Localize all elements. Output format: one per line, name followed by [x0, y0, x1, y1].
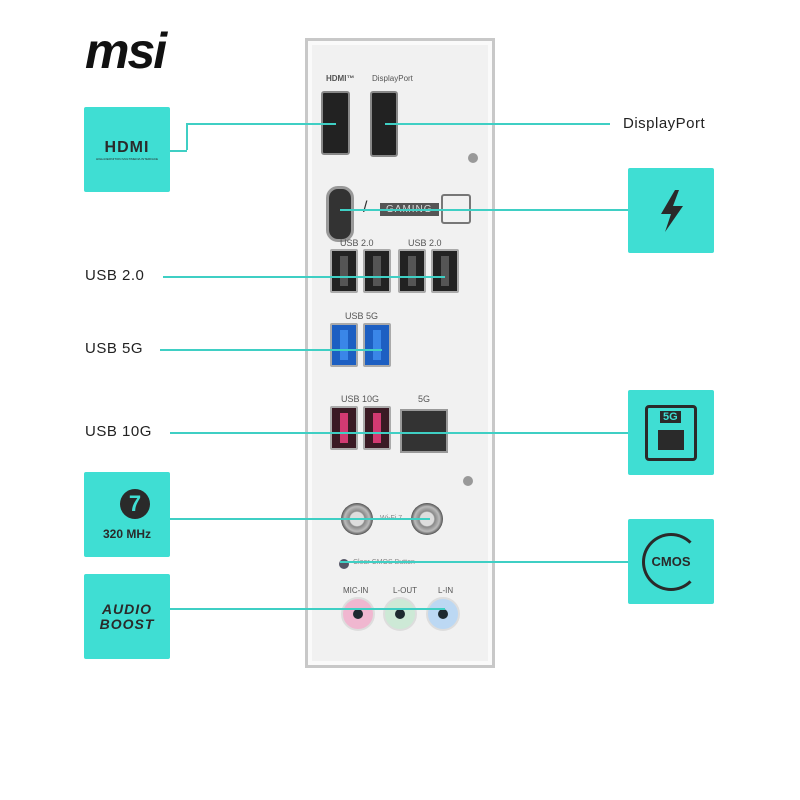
- usb10g-port-label: USB 10G: [341, 394, 380, 404]
- line-in-jack: [426, 597, 460, 631]
- line-out-jack: [383, 597, 417, 631]
- displayport-port-label: DisplayPort: [372, 74, 413, 83]
- connector-line: [186, 123, 336, 125]
- connector-line: [170, 608, 445, 610]
- ethernet-port-icon: 5G: [645, 404, 697, 461]
- usb20-label: USB 2.0: [85, 267, 145, 284]
- lan-port-label: 5G: [418, 394, 431, 404]
- usb-c-port: [326, 186, 354, 242]
- connector-line: [340, 209, 628, 211]
- audio-boost-label: AUDIO BOOST: [99, 600, 155, 632]
- usb20-port: [330, 249, 358, 293]
- usb20-port: [363, 249, 391, 293]
- connector-line: [385, 123, 610, 125]
- wifi-mhz-label: 320 MHz: [102, 526, 152, 541]
- screw-icon: [468, 153, 478, 163]
- usb20-port: [431, 249, 459, 293]
- lightning-icon: [661, 189, 683, 232]
- connector-line: [160, 349, 382, 351]
- connector-line: [170, 432, 628, 434]
- mic-in-label: MIC-IN: [343, 586, 369, 595]
- connector-line: [163, 276, 445, 278]
- cmos-reset-icon: CMOS: [642, 532, 700, 591]
- thunderbolt-icon: /: [363, 199, 368, 216]
- usb10g-label: USB 10G: [85, 423, 152, 440]
- usb10g-port: [330, 406, 358, 450]
- clear-cmos-button: [339, 559, 349, 569]
- hdmi-logo-subtitle: HIGH-DEFINITION MULTIMEDIA INTERFACE: [95, 156, 159, 161]
- audio-boost-badge: AUDIO BOOST: [84, 574, 170, 659]
- clear-cmos-label: Clear CMOS Button: [353, 559, 415, 566]
- usb5g-port: [330, 323, 358, 367]
- wifi7-icon: 7: [120, 488, 150, 519]
- thunderbolt-badge: [628, 168, 714, 253]
- usb5g-label: USB 5G: [85, 340, 144, 357]
- hdmi-port-label: HDMI™: [326, 74, 355, 83]
- lan-5g-badge: 5G: [628, 390, 714, 475]
- usb10g-port: [363, 406, 391, 450]
- usb20-port: [398, 249, 426, 293]
- wifi7-badge: 7 320 MHz: [84, 472, 170, 557]
- lan-port: [400, 409, 448, 453]
- msi-logo: msi: [85, 23, 167, 79]
- hdmi-logo: HDMI: [104, 138, 150, 156]
- cmos-badge-label: CMOS: [651, 554, 691, 569]
- mic-in-jack: [341, 597, 375, 631]
- screw-icon: [463, 476, 473, 486]
- connector-line: [340, 561, 628, 563]
- cmos-badge: CMOS: [628, 519, 714, 604]
- displayport-label: DisplayPort: [623, 115, 706, 132]
- connector-line: [186, 123, 188, 150]
- usb5g-port-label: USB 5G: [345, 311, 379, 321]
- usb5g-port: [363, 323, 391, 367]
- connector-line: [170, 518, 430, 520]
- hdmi-badge: HDMI HIGH-DEFINITION MULTIMEDIA INTERFAC…: [84, 107, 170, 192]
- connector-line: [170, 150, 187, 152]
- usb20-label-a: USB 2.0: [340, 238, 374, 248]
- lan-badge-label: 5G: [660, 410, 681, 423]
- line-out-label: L-OUT: [393, 586, 417, 595]
- io-panel: HDMI™ DisplayPort / GAMING USB 2.0 USB 2…: [305, 38, 495, 668]
- usb20-label-b: USB 2.0: [408, 238, 442, 248]
- line-in-label: L-IN: [438, 586, 454, 595]
